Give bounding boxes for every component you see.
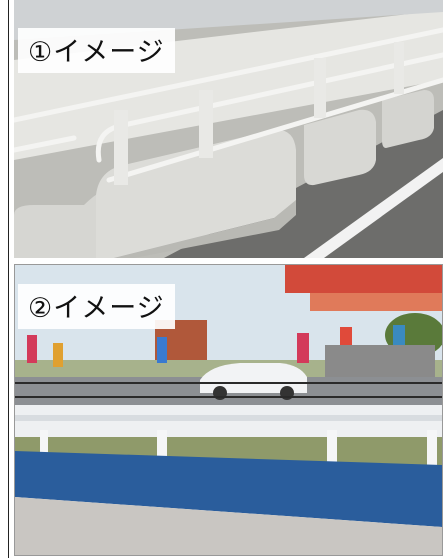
gr-post-2 xyxy=(157,430,167,465)
flag-1 xyxy=(27,335,37,363)
barrier-block-3 xyxy=(304,109,376,186)
gravel-ground xyxy=(15,497,442,555)
flag-2 xyxy=(53,343,63,367)
black-fence xyxy=(15,382,442,398)
left-border-line xyxy=(8,0,9,558)
station-canopy-lower xyxy=(310,293,442,311)
flag-4 xyxy=(297,333,309,363)
gr-post-3 xyxy=(327,430,337,465)
caption-image-1: ①イメージ xyxy=(18,28,175,73)
rail-left xyxy=(14,135,77,153)
barrier-block-4 xyxy=(382,90,434,148)
rail-top xyxy=(14,27,443,123)
barrier-block-2 xyxy=(96,129,296,258)
guardrail-photo xyxy=(15,265,442,555)
barrier-shadow xyxy=(96,200,296,258)
caption-image-2: ②イメージ xyxy=(18,284,175,329)
rail-lower xyxy=(106,77,443,183)
gr-post-1 xyxy=(40,430,48,455)
photo-panel-guardrail xyxy=(14,264,443,556)
blue-concrete-base xyxy=(15,451,442,527)
post-3 xyxy=(314,58,326,118)
road-lane-line xyxy=(304,158,443,258)
post-4 xyxy=(394,42,404,94)
truck xyxy=(325,345,435,379)
photo-panel-concrete-barrier xyxy=(14,0,443,258)
barrier-block-1 xyxy=(14,190,104,258)
post-1 xyxy=(114,110,128,185)
gr-post-4 xyxy=(427,430,437,472)
flag-3 xyxy=(157,337,167,363)
guardrail-groove xyxy=(15,415,442,421)
white-car xyxy=(200,363,307,393)
rail-posts xyxy=(114,42,404,185)
post-2 xyxy=(199,90,213,158)
station-canopy xyxy=(285,265,442,293)
concrete-barrier-photo xyxy=(14,0,443,258)
guardrail-posts xyxy=(40,430,437,472)
